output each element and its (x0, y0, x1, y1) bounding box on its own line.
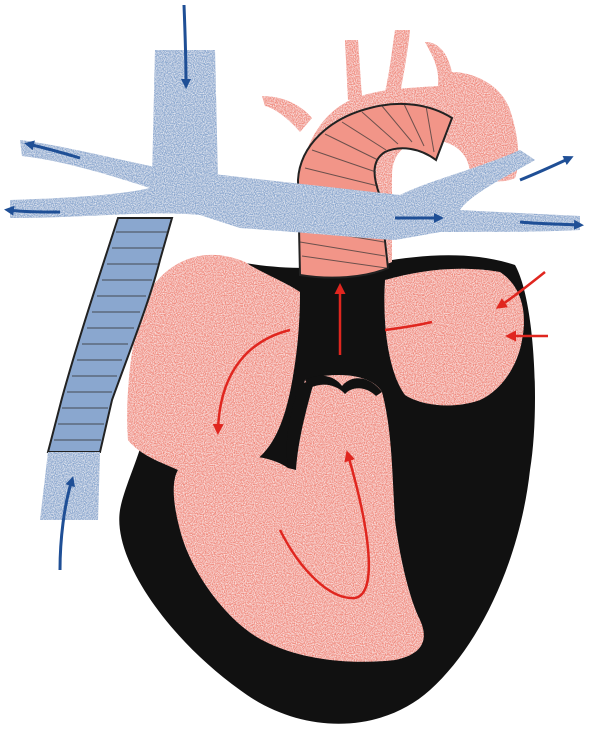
arch-branch-mid (345, 40, 362, 100)
arch-branch-right (385, 30, 410, 94)
arch-branch-left (262, 96, 312, 132)
